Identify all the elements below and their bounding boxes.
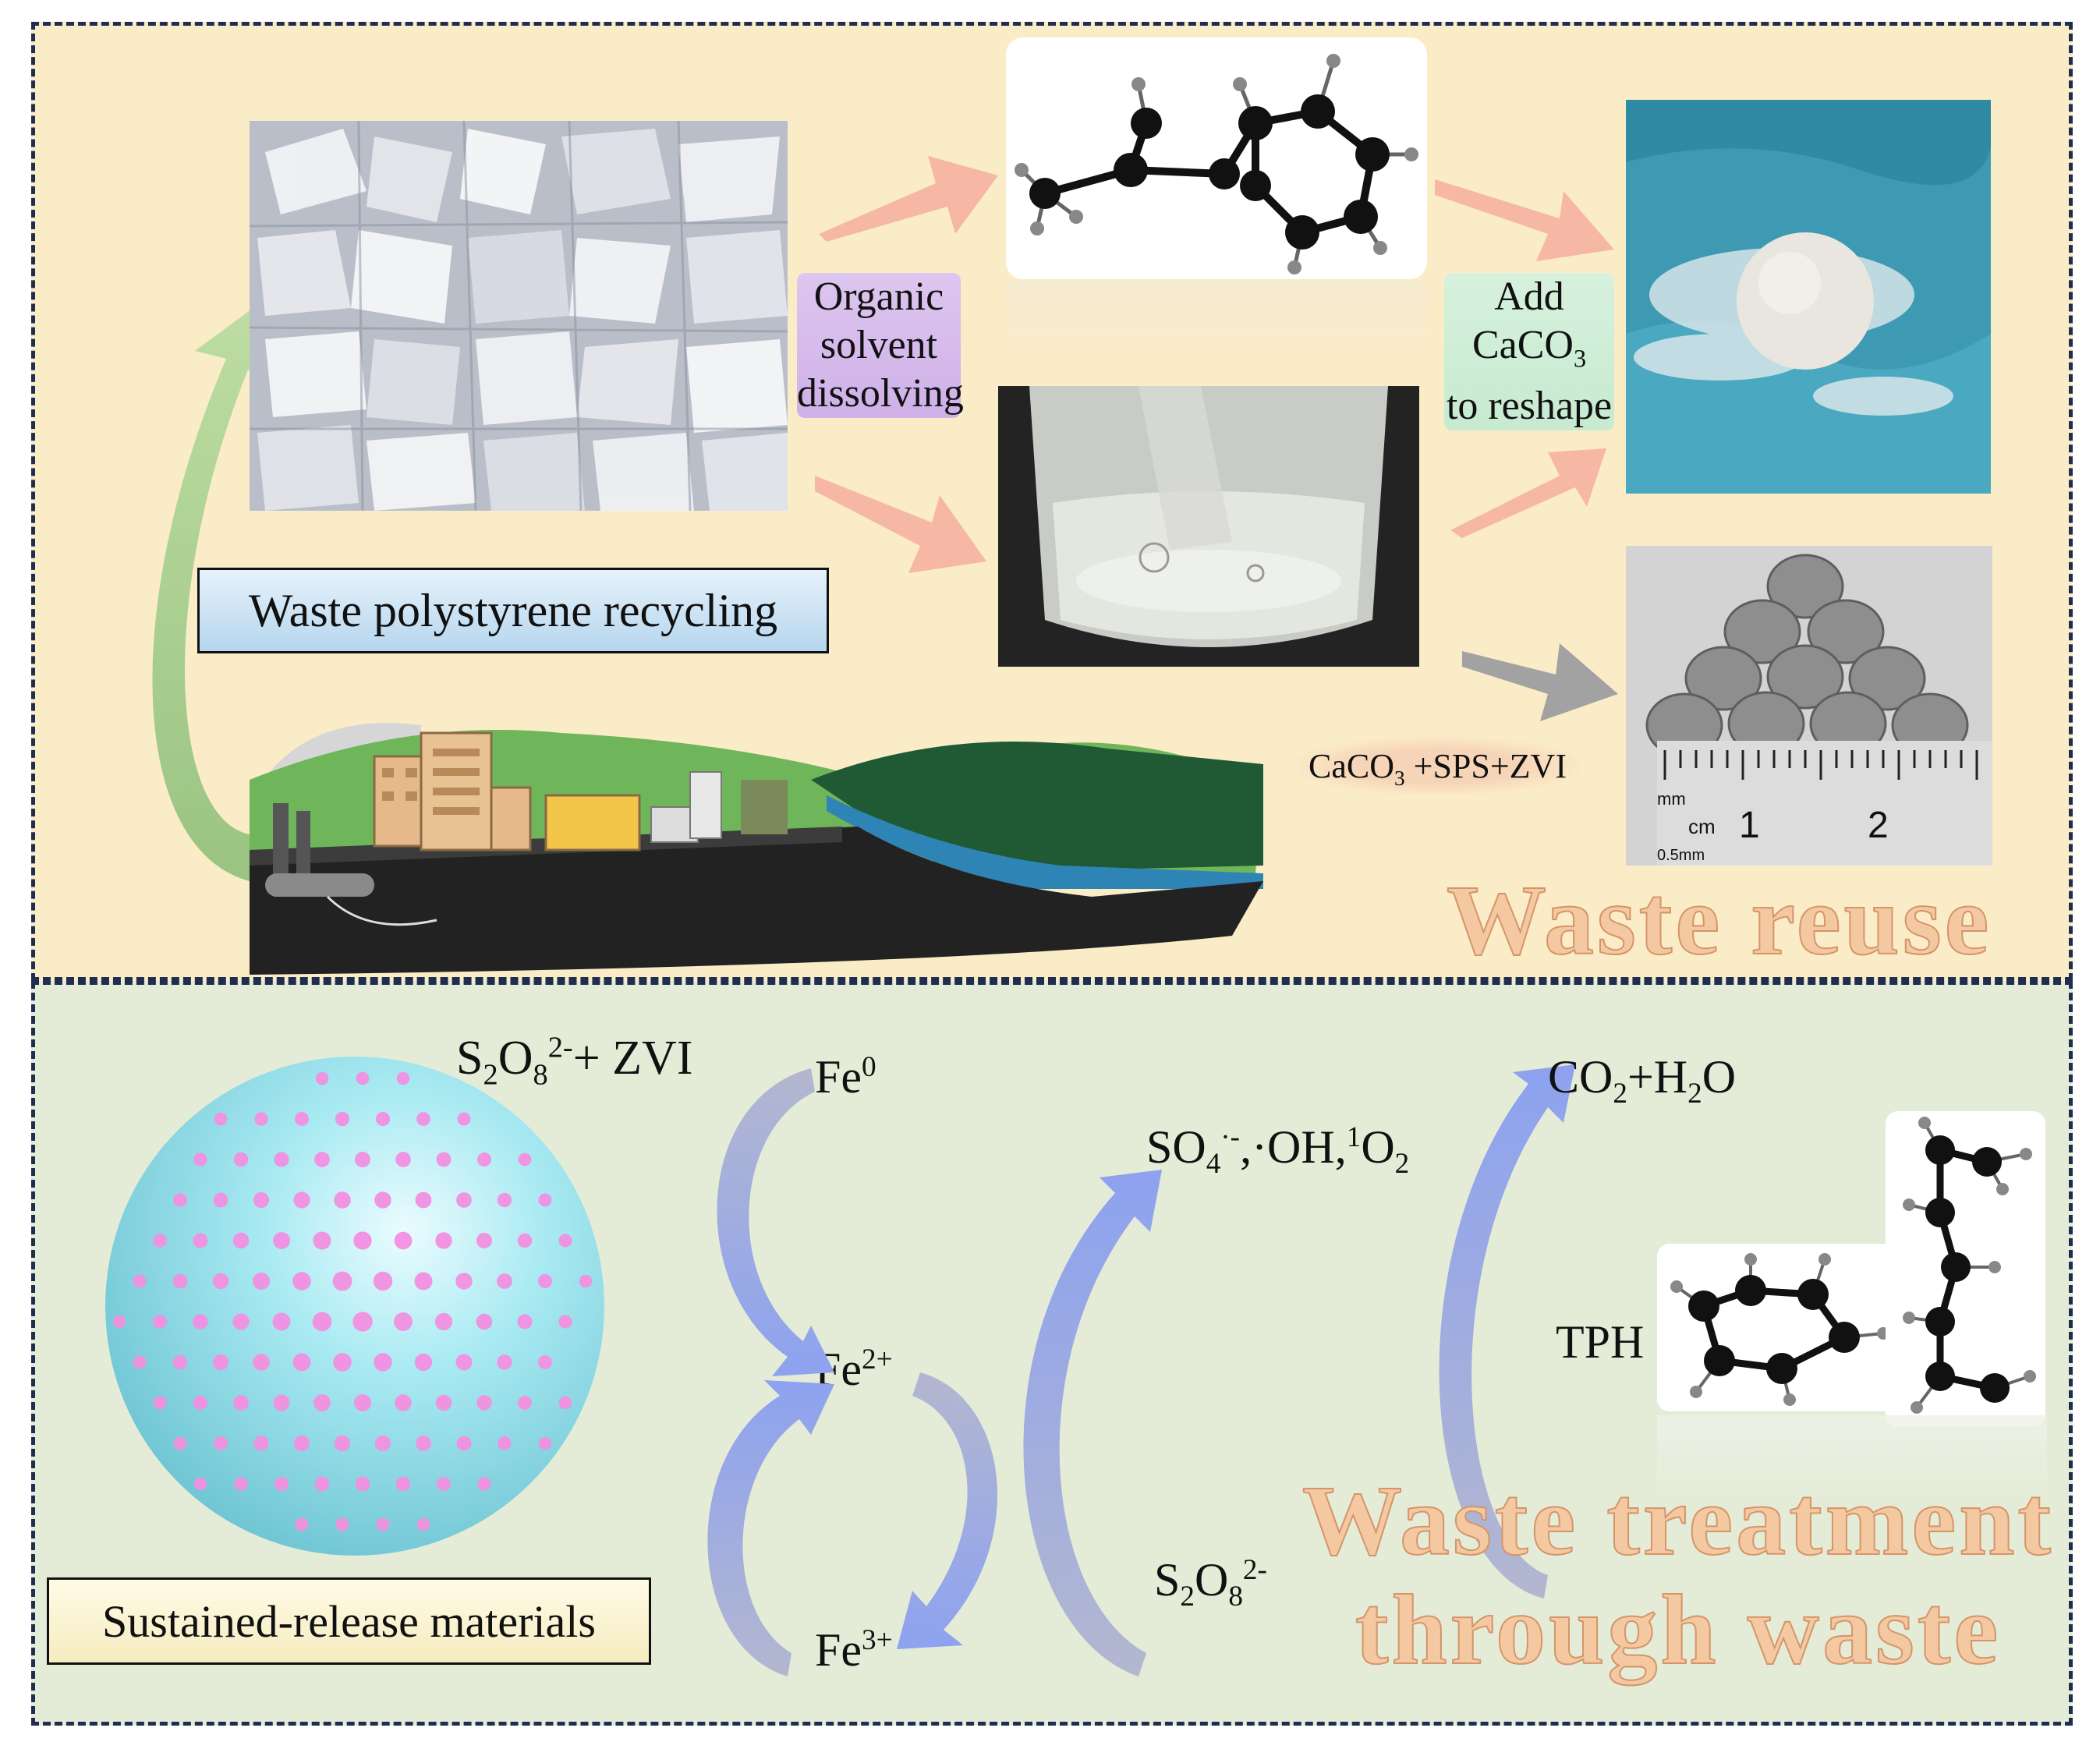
ruler-2-label: 2 (1868, 805, 1889, 846)
oh-text: ,·OH, (1240, 1121, 1347, 1173)
fe-cycle-arrows (707, 1064, 1575, 1676)
styrofoam-waste-photo (250, 121, 788, 511)
sub-2b: 2 (1687, 1078, 1702, 1110)
s-text: S (1154, 1554, 1181, 1606)
arrow-to-dissolved-solution (815, 476, 986, 573)
waste-polystyrene-recycling-label: Waste polystyrene recycling (197, 568, 829, 653)
add-line: Add (1494, 274, 1564, 319)
caco3-line: CaCO3 (1444, 321, 1614, 382)
caco3-subscript: 3 (1573, 344, 1587, 373)
co-text: CO (1548, 1051, 1613, 1103)
waste-reuse-title: Waste reuse (1446, 865, 1992, 976)
charge-2minus: 2- (1242, 1554, 1267, 1586)
o-text: O (1194, 1554, 1229, 1606)
fe3-label: Fe3+ (815, 1622, 893, 1678)
plus-zvi-text: + ZVI (572, 1032, 693, 1085)
sub-8: 8 (1228, 1581, 1243, 1613)
sub-2: 2 (1180, 1581, 1195, 1613)
ruler-half-mm-label: 0.5mm (1657, 847, 1705, 864)
so-text: SO (1146, 1121, 1206, 1173)
plus-h-text: +H (1627, 1051, 1688, 1103)
sub-2: 2 (1613, 1078, 1627, 1110)
to-reshape-line: to reshape (1446, 384, 1613, 429)
grey-arrow (1462, 643, 1618, 721)
o-text: O (498, 1032, 533, 1085)
radical-charge: ·- (1220, 1121, 1241, 1153)
caco3-sps-zvi-label: CaCO3 +SPS+ZVI (1294, 737, 1581, 795)
green-curved-arrow (152, 296, 277, 881)
fe-text: Fe (815, 1624, 862, 1676)
molecule-reflection-bottom (1657, 1415, 2047, 1501)
arrow-to-styrene-molecule (819, 156, 998, 242)
organic-solvent-dissolving-label: Organic solvent dissolving (797, 273, 964, 418)
waste-treatment-title: Waste treatment through waste (1301, 1465, 2054, 1685)
waste-polystyrene-recycling-text: Waste polystyrene recycling (248, 584, 778, 636)
arrow-to-reshaped-ball (1435, 179, 1614, 261)
chain-hydrocarbon-molecule (1886, 1111, 2045, 1427)
fe-text: Fe (815, 1051, 862, 1103)
sustained-release-label: Sustained-release materials (47, 1577, 651, 1665)
molecule-reflection (1006, 281, 1427, 359)
caco3-text: CaCO (1309, 747, 1394, 785)
singlet-sup: 1 (1346, 1121, 1362, 1153)
styrene-molecule-image (1006, 37, 1427, 279)
persulfate-label: S2O82- (1154, 1552, 1267, 1615)
caco3-main: CaCO (1471, 323, 1574, 367)
o-text: O (1702, 1051, 1737, 1103)
organic-line: Organic (813, 274, 944, 319)
industrial-landscape-illustration (250, 723, 1263, 975)
cyclic-hydrocarbon-molecule (1657, 1244, 1907, 1411)
co2-h2o-label: CO2+H2O (1548, 1049, 1736, 1112)
fe0-charge: 0 (862, 1051, 876, 1083)
sustained-release-text: Sustained-release materials (102, 1595, 596, 1647)
sub-2: 2 (483, 1058, 498, 1092)
ruler-cm-label: cm (1688, 815, 1716, 838)
waste-treatment-line2: through waste (1355, 1574, 2002, 1685)
spheres-with-ruler-photo: mm cm 1 2 0.5mm (1626, 546, 1992, 866)
sub-4: 4 (1206, 1148, 1221, 1180)
sub-2: 2 (1394, 1148, 1410, 1180)
fe3-charge: 3+ (862, 1624, 893, 1656)
tph-label: TPH (1556, 1316, 1645, 1368)
ruler-mm-label: mm (1657, 789, 1686, 809)
sub-8: 8 (533, 1058, 548, 1092)
fe0-label: Fe0 (815, 1049, 876, 1105)
o-text: O (1361, 1121, 1395, 1173)
radicals-label: SO4·-,·OH,1O2 (1146, 1119, 1409, 1182)
reshaped-ball-photo (1626, 100, 1991, 494)
arrow-from-solution-to-ball (1450, 448, 1606, 538)
solvent-line: solvent (820, 323, 938, 367)
charge-2minus: 2- (547, 1031, 573, 1064)
sustained-release-sphere (105, 1057, 604, 1556)
caco3-subscript: 3 (1394, 766, 1405, 790)
waste-treatment-line1: Waste treatment (1301, 1465, 2054, 1576)
add-caco3-label: Add CaCO3 to reshape (1444, 273, 1614, 431)
dissolving-line: dissolving (797, 371, 964, 416)
persulfate-zvi-label: S2O82-+ ZVI (456, 1029, 692, 1093)
fe2-charge: 2+ (862, 1344, 893, 1375)
s-text: S (456, 1032, 483, 1085)
sps-zvi-text: +SPS+ZVI (1404, 747, 1567, 785)
dissolved-solution-photo (998, 386, 1419, 667)
ruler-1-label: 1 (1739, 805, 1760, 846)
